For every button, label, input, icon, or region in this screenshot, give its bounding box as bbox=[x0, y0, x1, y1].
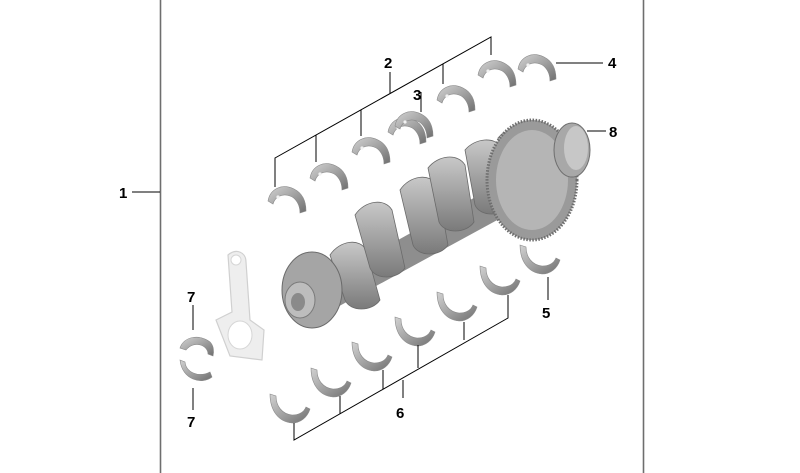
callout-1[interactable]: 1 bbox=[119, 185, 127, 202]
callout-label-6[interactable]: 6 bbox=[396, 405, 404, 422]
group-bracket-frame bbox=[132, 0, 645, 473]
bearing-shell-lower-end[interactable] bbox=[519, 244, 561, 275]
bearing-shell-lower-3[interactable] bbox=[351, 341, 393, 372]
bearing-shell-upper-3[interactable] bbox=[351, 137, 391, 165]
crankshaft[interactable] bbox=[281, 118, 591, 329]
rod-bearing-shell-upper[interactable] bbox=[179, 336, 214, 357]
bearing-shell-lower-4[interactable] bbox=[394, 316, 436, 347]
bearing-shell-lower-1[interactable] bbox=[269, 393, 311, 424]
callout-label-1: 1 bbox=[119, 185, 127, 202]
thrust-bearing-shell[interactable] bbox=[387, 111, 434, 145]
bearing-shell-upper-1[interactable] bbox=[267, 186, 307, 214]
callout-label-7-lower[interactable]: 7 bbox=[187, 414, 195, 431]
bearing-shell-lower-2[interactable] bbox=[310, 367, 352, 398]
bearing-shell-upper-5[interactable] bbox=[436, 85, 476, 113]
callout-label-4[interactable]: 4 bbox=[608, 55, 617, 72]
callout-label-2[interactable]: 2 bbox=[384, 55, 392, 72]
bearing-shell-upper-6[interactable] bbox=[477, 60, 517, 88]
callout-label-3[interactable]: 3 bbox=[413, 87, 421, 104]
rod-bearing-shells[interactable] bbox=[179, 305, 214, 410]
callout-label-7-upper[interactable]: 7 bbox=[187, 289, 195, 306]
bearing-shell-upper-end[interactable] bbox=[517, 54, 557, 82]
leader-lines-6 bbox=[293, 277, 549, 441]
connecting-rod[interactable] bbox=[215, 250, 265, 361]
rod-bearing-shell-lower[interactable] bbox=[179, 359, 213, 381]
bearing-shell-lower-6[interactable] bbox=[479, 265, 521, 296]
bearing-shell-lower-5[interactable] bbox=[436, 291, 478, 322]
leader-lines-2 bbox=[274, 36, 606, 187]
callout-label-5[interactable]: 5 bbox=[542, 305, 550, 322]
callout-label-8[interactable]: 8 bbox=[609, 124, 617, 141]
bearing-shell-upper-2[interactable] bbox=[309, 163, 349, 191]
